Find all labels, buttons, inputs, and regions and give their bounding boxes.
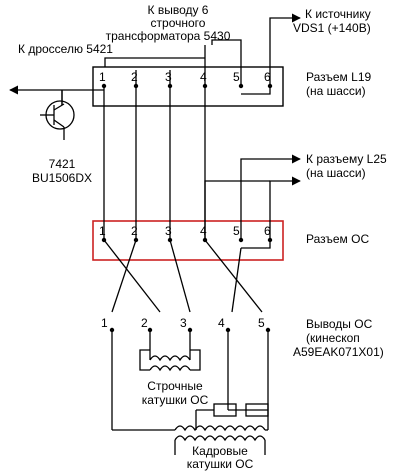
l19-pin-2: 2 <box>131 70 138 84</box>
yoke-pin-1: 1 <box>101 316 108 330</box>
os-wire-5 <box>231 247 242 313</box>
l19-pin-5: 5 <box>233 70 240 84</box>
wire-to-choke <box>104 57 205 67</box>
line-coil-bracket-left <box>139 349 150 371</box>
label-line-coils-2: катушки ОС <box>141 393 209 407</box>
label-to-choke: К дросселю 5421 <box>18 42 113 56</box>
line-coil-2 <box>149 365 191 372</box>
os-pin-4: 4 <box>200 224 207 238</box>
label-line-transformer: строчного <box>150 16 206 30</box>
label-frame-coils-1: Кадровые <box>192 444 248 458</box>
yoke-pin-5: 5 <box>258 316 265 330</box>
os-wire-3 <box>169 239 191 313</box>
label-to-source: К источнику <box>305 7 371 21</box>
line-coil-bracket-right <box>190 349 201 371</box>
frame-coil-2 <box>174 435 266 442</box>
l19-pin-6: 6 <box>264 70 271 84</box>
label-on-chassis-1: (на шасси) <box>306 84 366 98</box>
os-pin-5: 5 <box>233 224 240 238</box>
os-wire-4 <box>204 239 263 313</box>
label-to-l25: К разъему L25 <box>306 152 387 166</box>
l19-jumper <box>241 86 271 95</box>
os-pin-2: 2 <box>131 224 138 238</box>
label-kinescope-part: A59EAK071X01) <box>293 345 384 359</box>
wire-to-l25-b <box>269 176 301 240</box>
label-vds1: VDS1 (+140В) <box>293 21 371 35</box>
l19-pin-3: 3 <box>165 70 172 84</box>
yoke-pin-2: 2 <box>141 316 148 330</box>
yoke-pin-4: 4 <box>218 316 225 330</box>
label-connector-l19: Разъем L19 <box>306 70 372 84</box>
label-to-pin6: К выводу 6 <box>147 3 209 17</box>
os-pin-6: 6 <box>264 224 271 238</box>
wire-to-l25-a <box>240 154 301 240</box>
os-jumper <box>241 240 271 249</box>
label-transistor-part: BU1506DX <box>31 171 93 185</box>
wire-pin4-l25 <box>204 180 270 240</box>
frame-coil-1 <box>174 425 266 432</box>
label-line-coils-1: Строчные <box>147 379 203 393</box>
wire-to-source <box>269 13 301 86</box>
l19-pin-4: 4 <box>200 70 207 84</box>
line-coil-1 <box>149 355 191 362</box>
label-kinescope: (кинескоп <box>306 331 360 345</box>
frame-resistor-2 <box>245 403 269 417</box>
connector-l19-box <box>92 66 284 107</box>
os-pin-dots <box>101 237 273 243</box>
yoke-junction-dots <box>109 327 271 333</box>
label-on-chassis-2: (на шасси) <box>306 166 366 180</box>
l19-pin-1: 1 <box>99 70 106 84</box>
label-transistor-ref: 7421 <box>48 157 76 171</box>
connector-os-box <box>92 220 284 261</box>
label-frame-coils-2: катушки ОС <box>186 457 254 471</box>
os-pin-1: 1 <box>99 224 106 238</box>
os-pin-3: 3 <box>165 224 172 238</box>
os-wire-1 <box>103 239 161 313</box>
os-wire-2 <box>111 239 137 313</box>
l19-pin-dots <box>101 83 273 89</box>
wire-pin5-transformer <box>211 39 242 86</box>
label-os-leads: Выводы ОС <box>306 317 373 331</box>
label-transformer-num: трансформатора 5430 <box>105 29 231 43</box>
yoke-pin-3: 3 <box>180 316 187 330</box>
label-connector-os: Разъем ОС <box>306 232 370 246</box>
